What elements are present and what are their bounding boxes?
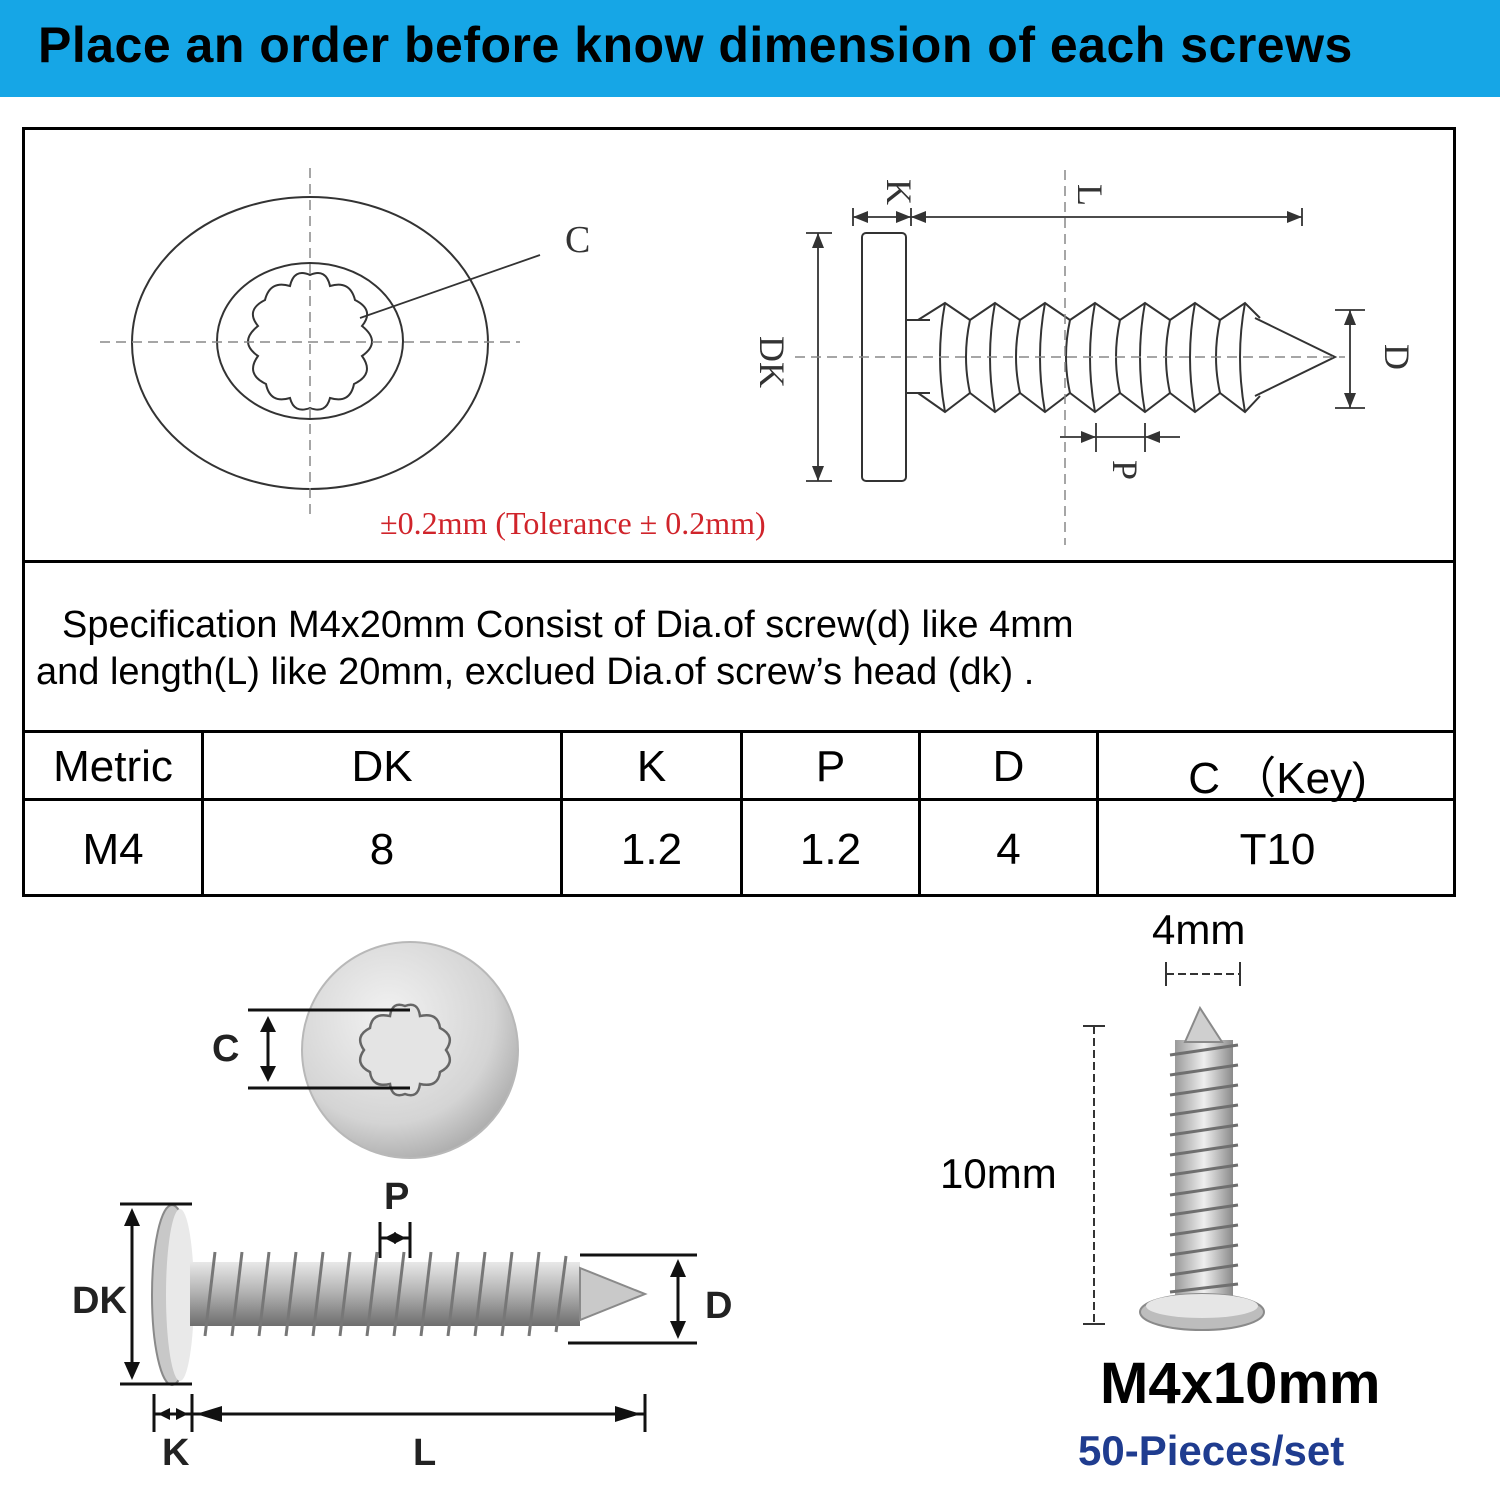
product-pieces: 50-Pieces/set <box>1078 1427 1345 1474</box>
header-banner: Place an order before know dimension of … <box>0 0 1500 97</box>
table-cell-k: 1.2 <box>620 825 683 874</box>
product-size: M4x10mm <box>1100 1351 1381 1416</box>
d-label: D <box>1377 344 1417 370</box>
table-header-p: P <box>815 742 846 791</box>
table-cell-p: 1.2 <box>799 825 862 874</box>
spec-description: Specification M4x20mm Consist of Dia.of … <box>36 602 1436 696</box>
screw-tip <box>1254 317 1338 397</box>
table-cell-dk: 8 <box>369 825 395 874</box>
table-header-dk: DK <box>351 742 413 791</box>
divider-table-header <box>22 798 1456 801</box>
photo-k-label: K <box>162 1432 190 1474</box>
k-label: K <box>879 179 919 205</box>
p-label: P <box>1105 460 1145 480</box>
divider-spec <box>22 730 1456 733</box>
photo-c-label: C <box>212 1028 240 1070</box>
table-col-divider <box>740 730 743 897</box>
table-header-d: D <box>992 742 1025 791</box>
dk-label: DK <box>752 336 792 388</box>
photo-d-label: D <box>705 1285 733 1327</box>
page-title: Place an order before know dimension of … <box>38 17 1353 73</box>
table-header-c-key: C （Key) <box>1188 754 1367 803</box>
c-label: C <box>565 219 590 261</box>
spec-line-1: Specification M4x20mm Consist of Dia.of … <box>62 604 1074 646</box>
table-col-divider <box>560 730 563 897</box>
spec-line-2: and length(L) like 20mm, exclued Dia.of … <box>36 651 1035 693</box>
table-cell-metric: M4 <box>82 825 144 874</box>
l-label: L <box>1070 184 1110 206</box>
photo-p-label: P <box>384 1176 410 1218</box>
table-header-metric: Metric <box>53 742 173 791</box>
recess-outline <box>216 262 404 420</box>
photo-screw-shaft <box>190 1262 580 1326</box>
table-col-divider <box>201 730 204 897</box>
product-length-label: 10mm <box>940 1150 1057 1197</box>
table-col-divider <box>1096 730 1099 897</box>
head-top-view-drawing: C <box>100 168 590 520</box>
table-header-k: K <box>636 742 667 791</box>
c-leader-line <box>359 254 541 319</box>
product-width-label: 4mm <box>1152 906 1246 953</box>
table-cell-c-key: T10 <box>1239 825 1316 874</box>
table-cell-d: 4 <box>996 825 1021 874</box>
screw-side-view-drawing: K L DK D P <box>752 170 1417 545</box>
spec-frame <box>22 127 1456 897</box>
photo-l-label: L <box>413 1432 437 1474</box>
divider-drawing <box>22 560 1456 563</box>
tolerance-note: ±0.2mm (Tolerance ± 0.2mm) <box>380 505 766 541</box>
table-col-divider <box>918 730 921 897</box>
photo-dk-label: DK <box>72 1280 127 1322</box>
photo-torx-recess-icon <box>358 1003 452 1097</box>
